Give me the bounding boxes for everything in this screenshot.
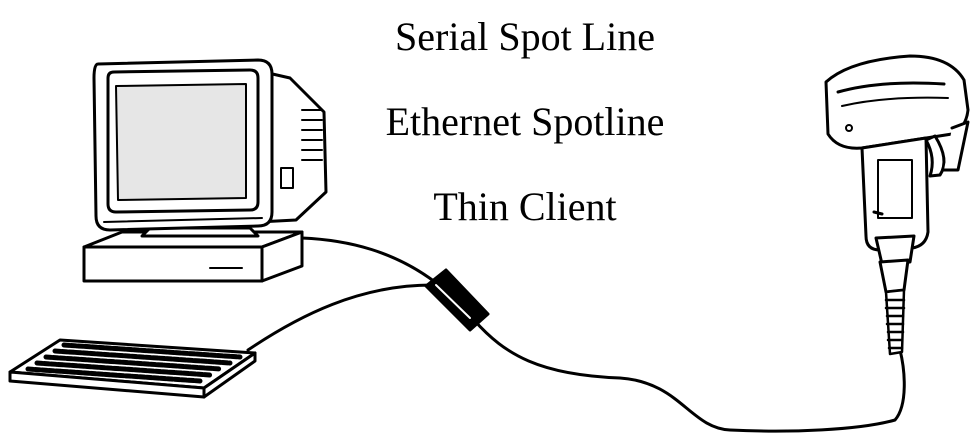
cable-adapter-icon (424, 268, 490, 332)
label-serial-spot-line: Serial Spot Line (395, 14, 655, 59)
computer-monitor-icon (82, 58, 328, 283)
cable-lines (246, 236, 906, 433)
label-thin-client: Thin Client (433, 184, 617, 229)
keyboard-icon (8, 338, 257, 399)
label-ethernet-spotline: Ethernet Spotline (385, 99, 665, 144)
barcode-scanner-icon (824, 54, 970, 356)
